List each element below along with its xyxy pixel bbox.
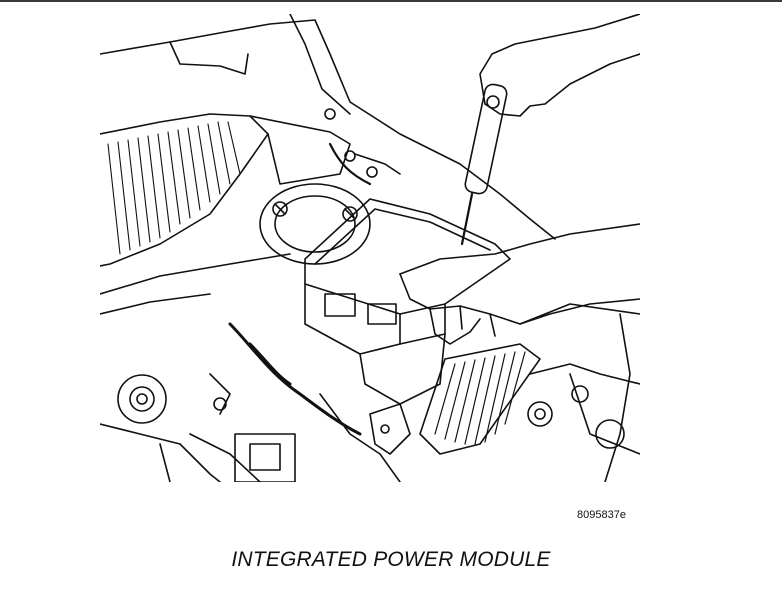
engine-bay-illustration-icon [100, 14, 640, 482]
top-border [0, 0, 782, 2]
figure-caption: INTEGRATED POWER MODULE [231, 548, 551, 571]
technical-illustration [100, 14, 640, 482]
figure-id-label: 8095837e [577, 509, 626, 521]
